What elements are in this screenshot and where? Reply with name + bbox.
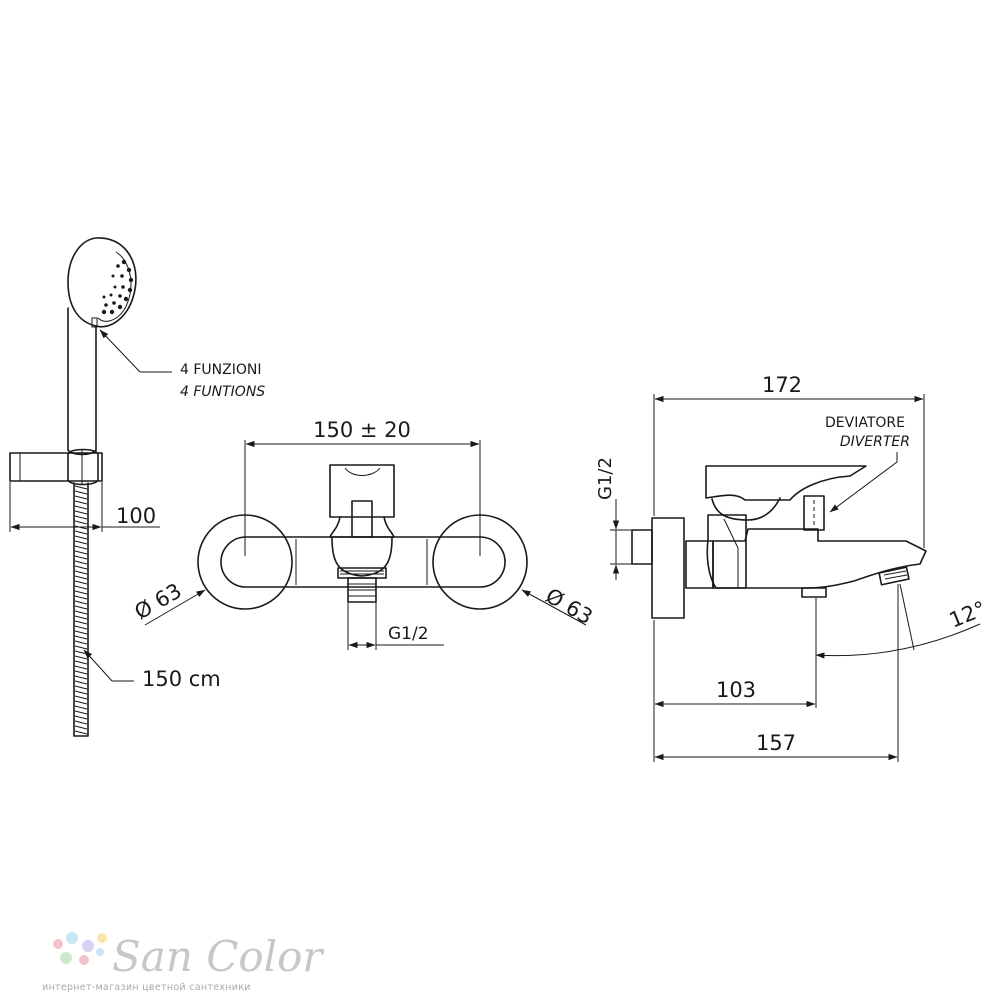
- mixer-body: [220, 536, 506, 588]
- wall-holder: [9, 448, 103, 486]
- total-depth-dimension: [653, 394, 925, 548]
- functions-label-en: 4 FUNTIONS: [180, 384, 265, 400]
- watermark-dot: [60, 952, 72, 964]
- total-depth-label: 172: [762, 373, 802, 397]
- diverter-label-it: DEVIATORE: [825, 415, 905, 431]
- hose-length-label: 150 cm: [142, 667, 221, 691]
- inlet-thread-dimension: [610, 499, 632, 580]
- center-distance-label: 150 ± 20: [313, 418, 411, 442]
- watermark-brand: San Color: [112, 932, 325, 981]
- functions-label-it: 4 FUNZIONI: [180, 362, 261, 378]
- watermark-tagline: интернет-магазин цветной сантехники: [42, 982, 251, 993]
- diverter-leader: [829, 452, 898, 513]
- functions-callout: [99, 329, 172, 373]
- shower-head: [67, 237, 137, 328]
- lever-handle: [329, 464, 395, 538]
- watermark-dot: [53, 939, 63, 949]
- watermark-dots: [53, 932, 107, 965]
- diverter-label-en: DIVERTER: [840, 434, 910, 450]
- watermark-dot: [96, 948, 104, 956]
- diverter-knob: [801, 495, 827, 598]
- hand-shower-view: 4 FUNZIONI 4 FUNTIONS 100 150 cm: [9, 237, 265, 737]
- side-lever: [705, 465, 867, 589]
- watermark-dot: [82, 940, 94, 952]
- holder-width-label: 100: [116, 504, 156, 528]
- spout-angle-label: 12°: [946, 596, 990, 632]
- center-distance-dimension: [244, 440, 481, 556]
- diverter-depth-label: 103: [716, 678, 756, 702]
- spout-angle-dimension: [815, 583, 981, 659]
- inlet-connector: [631, 529, 653, 565]
- shower-hose: [73, 482, 89, 737]
- holder-width-dimension: [9, 482, 160, 532]
- spout-depth-dimension: [654, 656, 899, 762]
- watermark-dot: [97, 933, 107, 943]
- nozzle-ring: [101, 259, 134, 315]
- mixer-front-view: 150 ± 20 Ø 63 Ø 63 G1/2: [131, 418, 597, 650]
- shower-outlet: [331, 537, 393, 603]
- spout-aerator: [878, 566, 910, 586]
- watermark-dot: [79, 955, 89, 965]
- outlet-thread-dimension: [347, 602, 444, 650]
- inlet-thread-label: G1/2: [595, 457, 616, 500]
- diverter-depth-dimension: [653, 598, 817, 762]
- rosette-right-diameter-label: Ø 63: [542, 584, 597, 630]
- mixer-side-view: 172 DEVIATORE DIVERTER G1/2 12° 103: [595, 373, 989, 762]
- rosette-left-leader: [144, 589, 206, 626]
- side-rosette: [651, 517, 685, 619]
- rosette-right-leader: [521, 589, 587, 626]
- hose-length-callout: [83, 649, 134, 682]
- spout-depth-label: 157: [756, 731, 796, 755]
- outlet-thread-label: G1/2: [388, 624, 429, 644]
- watermark-dot: [66, 932, 78, 944]
- sancolor-watermark: San Color интернет-магазин цветной санте…: [42, 932, 325, 993]
